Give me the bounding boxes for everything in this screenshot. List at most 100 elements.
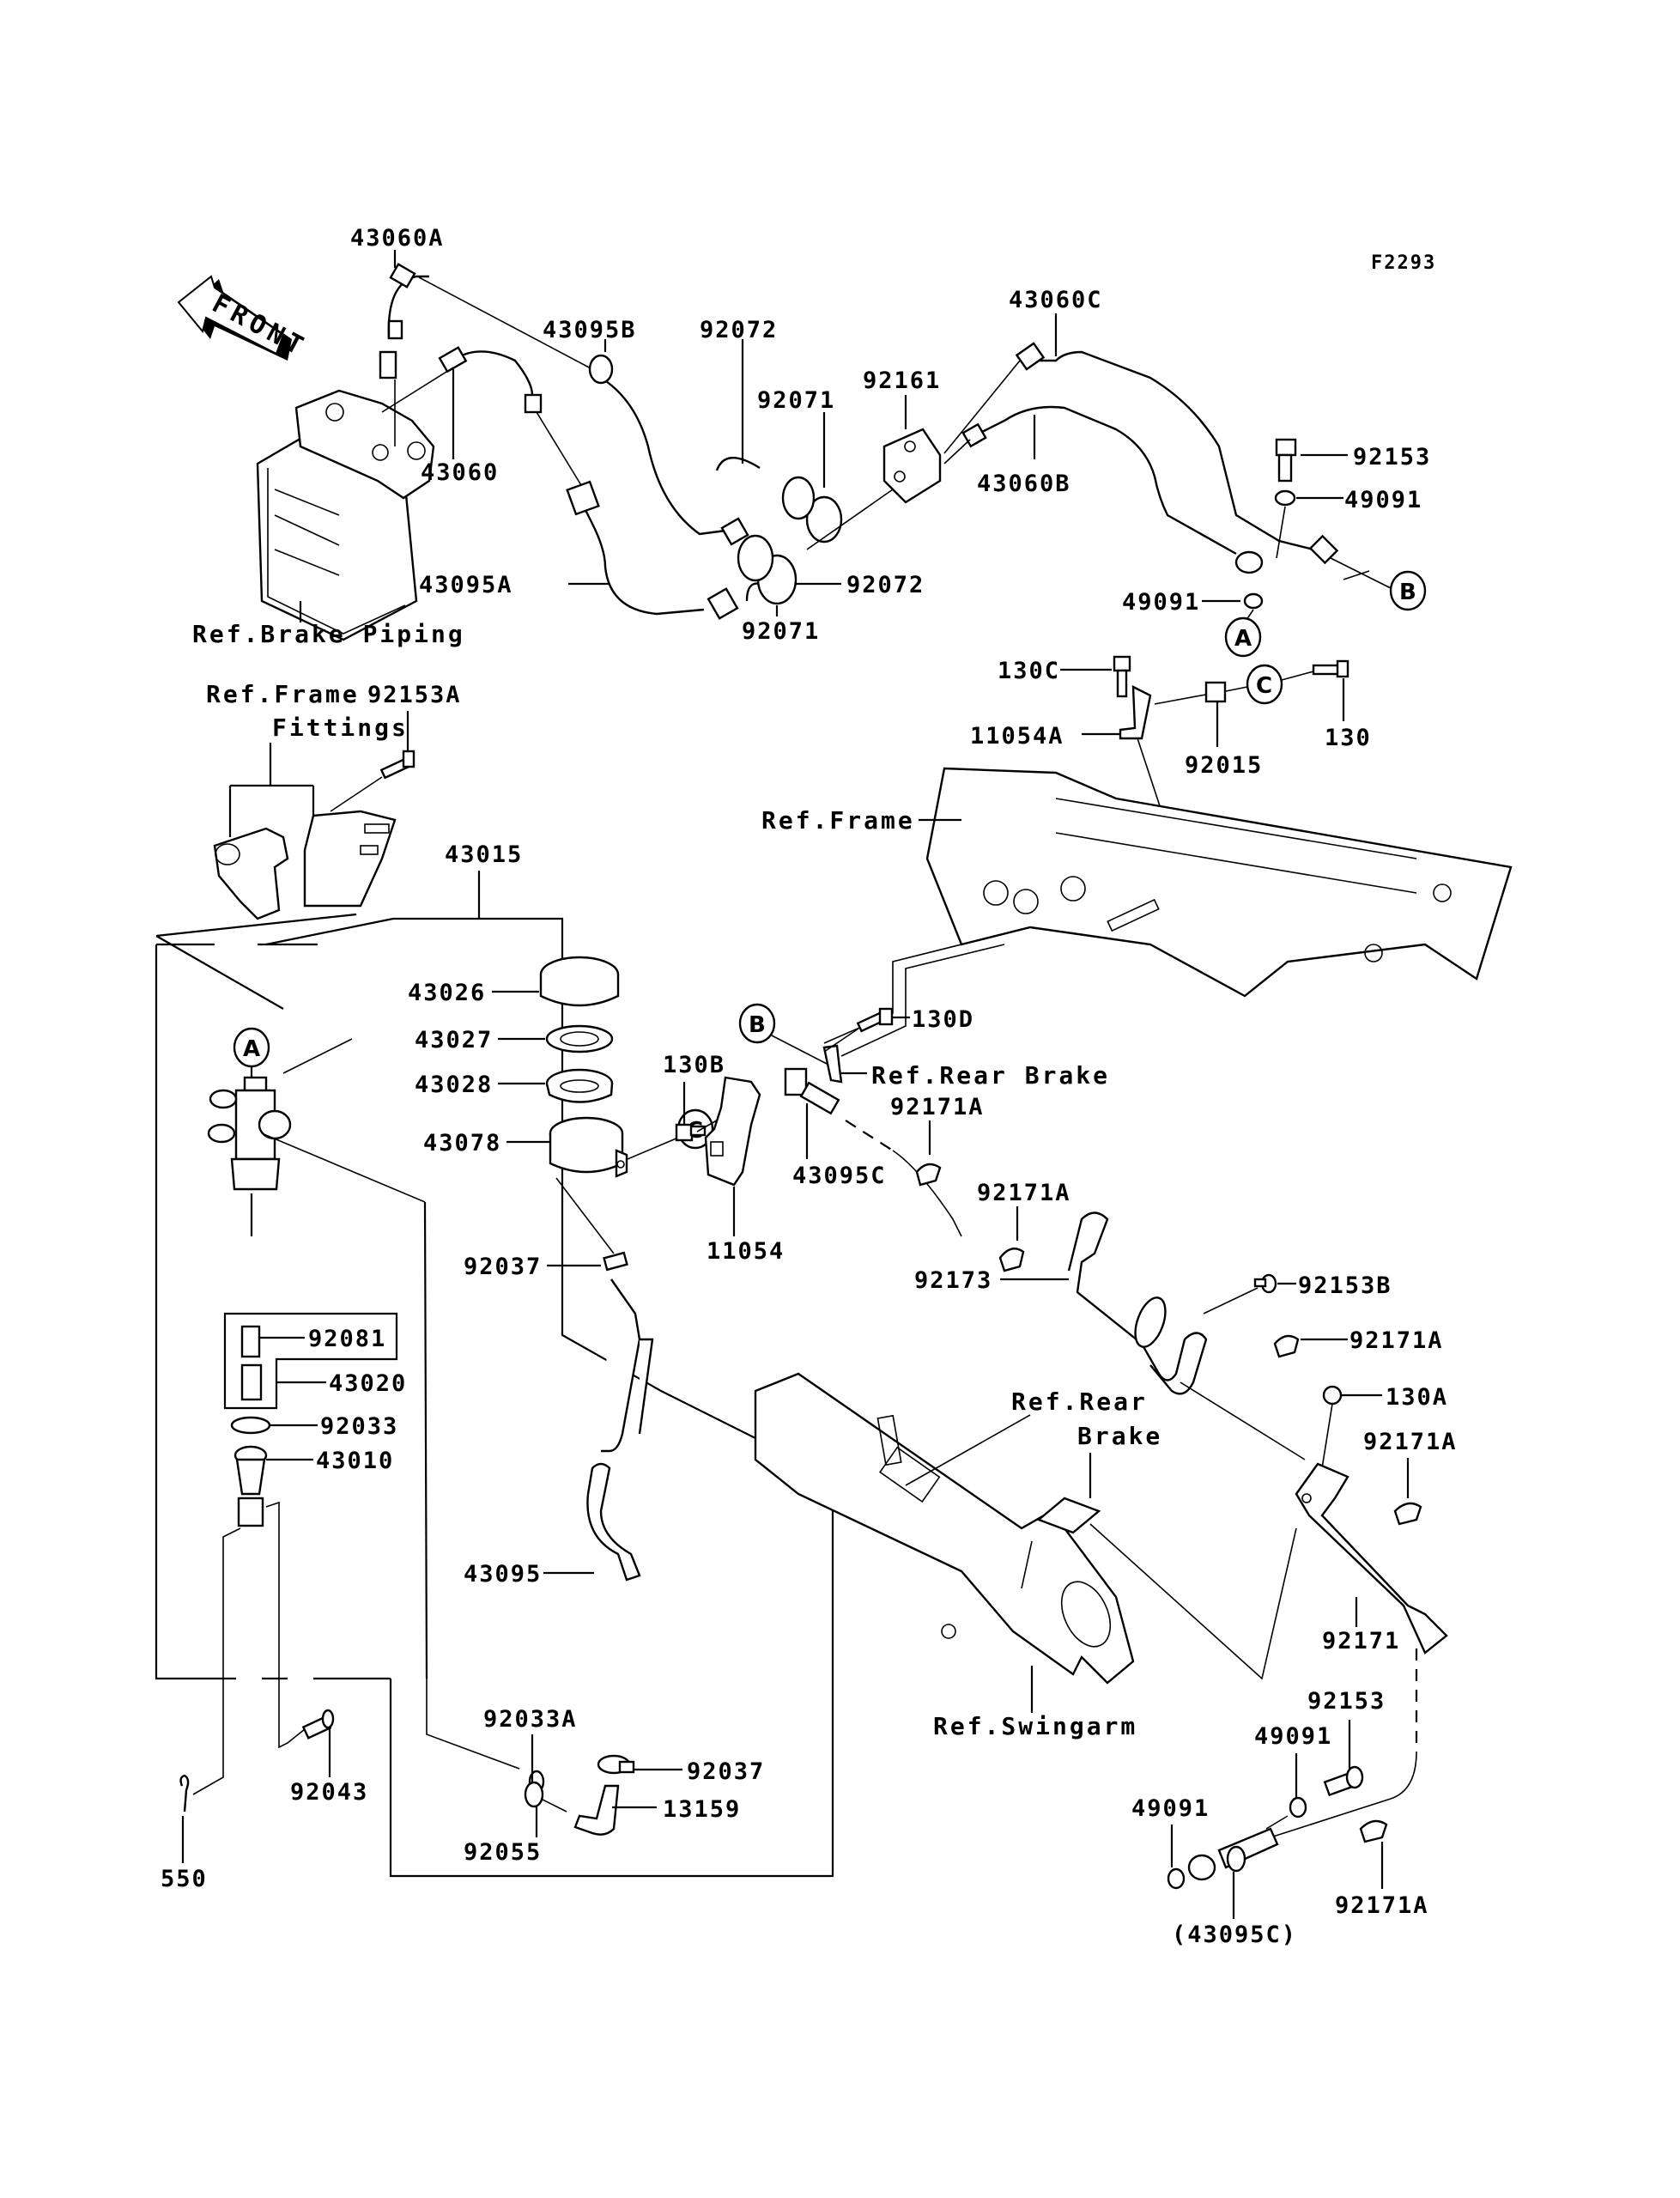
part-label-130D: 130D bbox=[912, 1006, 974, 1033]
bolt-92153B bbox=[1253, 1273, 1277, 1294]
bolt-130 bbox=[1312, 659, 1349, 678]
leader-92055 bbox=[426, 1679, 520, 1770]
part-label-43010: 43010 bbox=[316, 1448, 394, 1474]
part-label-43060C: 43060C bbox=[1009, 287, 1103, 313]
part-label-130B: 130B bbox=[663, 1052, 725, 1078]
ref-frame: Ref.Frame bbox=[761, 806, 915, 835]
clamp-bracket-92171 bbox=[1295, 1462, 1448, 1655]
part-label-92171A-1: 92171A bbox=[890, 1094, 985, 1120]
part-label-92161: 92161 bbox=[863, 367, 941, 394]
figure-id: F2293 bbox=[1371, 252, 1436, 274]
part-label-43060: 43060 bbox=[421, 459, 499, 486]
ref-frame-fittings-line2: Fittings bbox=[272, 713, 409, 742]
circlip-92033 bbox=[230, 1416, 271, 1435]
hose-clip-92072 bbox=[715, 457, 761, 471]
part-label-13159: 13159 bbox=[663, 1796, 741, 1823]
part-label-92072-top: 92072 bbox=[700, 317, 778, 343]
part-label-43028: 43028 bbox=[415, 1072, 493, 1098]
part-label-92153-top: 92153 bbox=[1353, 444, 1431, 471]
svg-text:C: C bbox=[1256, 673, 1272, 699]
reservoir-43078 bbox=[549, 1116, 628, 1178]
part-label-92043: 92043 bbox=[290, 1779, 368, 1806]
push-rod-43010 bbox=[234, 1445, 268, 1527]
pipe-nut bbox=[1308, 534, 1339, 565]
ref-frame-fittings-line1: Ref.Frame bbox=[206, 680, 360, 708]
part-label-92015: 92015 bbox=[1185, 752, 1263, 779]
hose-fitting bbox=[720, 517, 749, 546]
bolt-130C bbox=[1113, 655, 1131, 698]
callout-B: B bbox=[1389, 570, 1427, 611]
cotter-pin-550 bbox=[179, 1774, 190, 1812]
washer-49091 bbox=[1167, 1867, 1186, 1890]
part-label-43026: 43026 bbox=[408, 980, 486, 1006]
hose-end-43095C bbox=[1187, 1827, 1279, 1881]
hose-fitting bbox=[566, 480, 600, 516]
clamp-92171A bbox=[998, 1248, 1025, 1272]
part-label-43095C-paren: (43095C) bbox=[1172, 1922, 1297, 1948]
callout-A: A bbox=[1224, 616, 1262, 658]
svg-text:B: B bbox=[749, 1012, 766, 1038]
part-label-92171A-2: 92171A bbox=[977, 1180, 1071, 1206]
banjo-bolt-92153 bbox=[1275, 438, 1297, 483]
part-label-43095: 43095 bbox=[464, 1561, 542, 1588]
brake-hose-43095A bbox=[573, 489, 705, 616]
clevis-pin-92043 bbox=[301, 1709, 335, 1740]
part-label-92153-bot: 92153 bbox=[1307, 1688, 1386, 1715]
part-label-11054: 11054 bbox=[707, 1238, 785, 1265]
part-label-550: 550 bbox=[161, 1866, 208, 1892]
ref-rear-brake-plate bbox=[1036, 1497, 1101, 1534]
diaphragm-43028 bbox=[545, 1068, 614, 1103]
brake-pipe-43060C bbox=[1026, 350, 1314, 551]
part-label-92055: 92055 bbox=[464, 1839, 542, 1866]
fitting-13159 bbox=[573, 1784, 620, 1836]
leader-92171-swingarm bbox=[1089, 1523, 1297, 1680]
hose-fitting bbox=[707, 587, 739, 620]
bolt-130A bbox=[1322, 1385, 1343, 1406]
part-label-92033: 92033 bbox=[320, 1413, 398, 1440]
ref-rear-brake-1: Ref.Rear Brake bbox=[871, 1061, 1110, 1090]
part-label-92173: 92173 bbox=[914, 1267, 992, 1294]
clamp-92171A bbox=[1359, 1819, 1388, 1843]
callout-A: A bbox=[233, 1027, 270, 1068]
part-label-92071-bot: 92071 bbox=[742, 618, 820, 645]
part-label-43027: 43027 bbox=[415, 1027, 493, 1053]
ref-brake-piping: Ref.Brake Piping bbox=[192, 620, 465, 648]
part-label-43078: 43078 bbox=[423, 1130, 501, 1157]
washer-49091 bbox=[1243, 592, 1264, 610]
part-label-92071-top: 92071 bbox=[757, 387, 835, 414]
pipe-route-line bbox=[840, 944, 1005, 1057]
part-label-92033A: 92033A bbox=[483, 1706, 578, 1733]
part-label-92037-bot: 92037 bbox=[687, 1758, 765, 1785]
leader-frame-fittings bbox=[228, 743, 315, 837]
part-label-43095A: 43095A bbox=[419, 572, 513, 598]
master-cylinder-body bbox=[207, 1076, 292, 1191]
part-label-92171A-3: 92171A bbox=[1349, 1327, 1444, 1354]
bolt-130D bbox=[856, 1007, 894, 1033]
grommet-92071 bbox=[781, 476, 843, 543]
part-label-49091-bot1: 49091 bbox=[1254, 1723, 1332, 1750]
part-label-43020: 43020 bbox=[329, 1370, 407, 1397]
svg-text:A: A bbox=[1234, 626, 1252, 652]
brake-hose-43095C-fitting bbox=[784, 1067, 840, 1115]
part-label-43015: 43015 bbox=[445, 841, 523, 868]
hose-banjo bbox=[588, 354, 614, 385]
reservoir-cap-43026 bbox=[539, 956, 620, 1007]
grommet-92071 bbox=[737, 534, 798, 605]
part-label-92153A: 92153A bbox=[367, 682, 462, 708]
hose-route-dashed bbox=[845, 1120, 894, 1151]
clamp-92171A bbox=[1273, 1334, 1300, 1358]
banjo-fitting bbox=[1234, 550, 1264, 574]
ref-rear-brake-bracket bbox=[822, 1044, 843, 1084]
banjo-bolt-92153 bbox=[1323, 1765, 1364, 1797]
collar-92015 bbox=[1204, 681, 1227, 703]
svg-text:B: B bbox=[1399, 580, 1416, 605]
assembly-wedge bbox=[155, 913, 357, 1010]
part-label-130A: 130A bbox=[1386, 1384, 1448, 1411]
pipe-nut bbox=[1015, 342, 1046, 371]
kit-bracket-92081-43020 bbox=[223, 1312, 398, 1410]
brake-pipe-43060B bbox=[969, 405, 1237, 556]
ref-rear-brake-2a: Ref.Rear bbox=[1011, 1387, 1148, 1416]
clamp-92171A bbox=[915, 1163, 942, 1187]
spring-92081 bbox=[240, 1325, 261, 1358]
assembly-outline-left bbox=[155, 944, 391, 1680]
